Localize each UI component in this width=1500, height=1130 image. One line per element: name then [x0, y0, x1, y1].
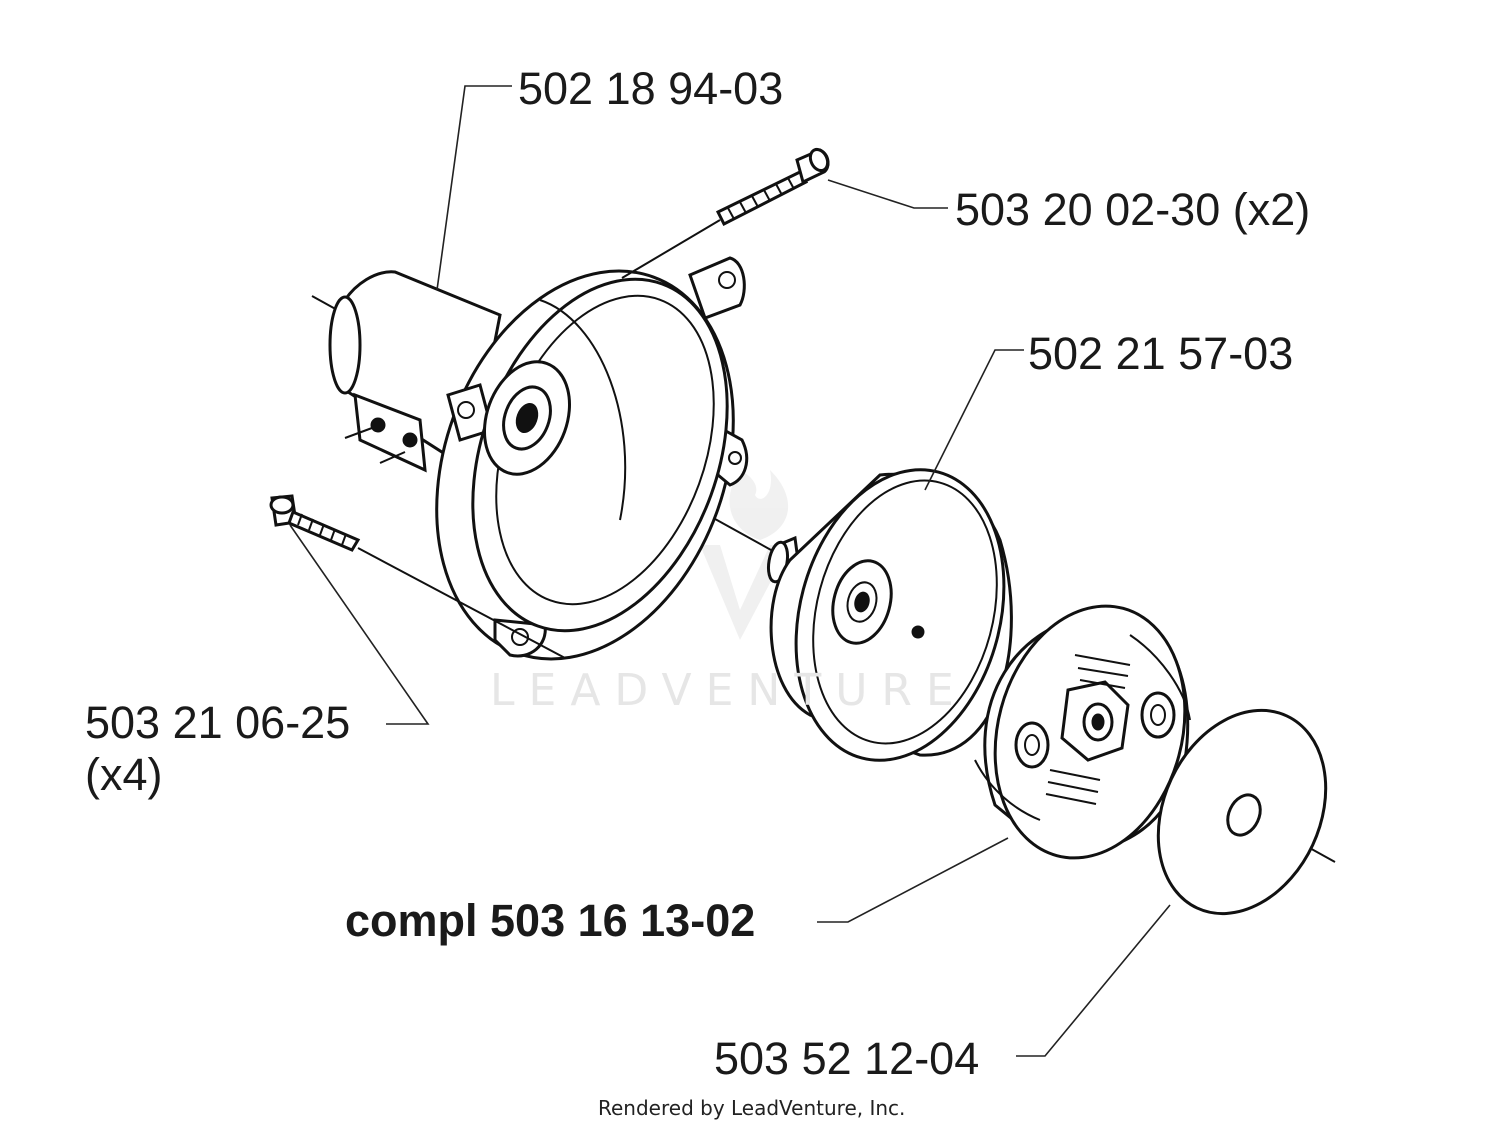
callout-washer: 503 52 12-04 [714, 1033, 980, 1084]
callout-clutch-housing: 502 18 94-03 [518, 63, 784, 114]
leader-clutch-assembly [817, 837, 1009, 923]
callout-screw-top: 503 20 02-30 (x2) [955, 184, 1311, 235]
credit-text: Rendered by LeadVenture, Inc. [598, 1096, 906, 1120]
watermark-text: LEADVENTURE [490, 665, 968, 716]
leader-lines [289, 85, 1171, 1057]
washer-part [1156, 708, 1328, 916]
callout-screw-left-line2: (x4) [85, 749, 163, 800]
leader-screw-top [827, 179, 948, 209]
clutch-assembly-part [974, 604, 1191, 860]
clutch-housing-part [328, 256, 749, 661]
leader-clutch-housing [436, 85, 512, 291]
clutch-drum-part [766, 468, 1013, 762]
leader-clutch-drum [924, 349, 1024, 491]
callout-clutch-assembly: compl 503 16 13-02 [345, 895, 756, 946]
callout-screw-left-line1: 503 21 06-25 [85, 697, 351, 748]
screw-left-part [269, 494, 566, 659]
leader-washer [1016, 904, 1171, 1057]
leader-screw-left [289, 524, 430, 725]
callout-clutch-drum: 502 21 57-03 [1028, 328, 1294, 379]
screw-top-part [621, 147, 830, 279]
